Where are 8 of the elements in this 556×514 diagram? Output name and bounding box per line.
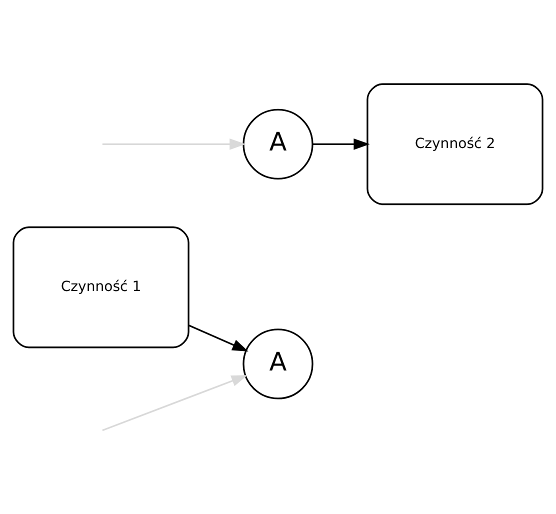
arrow (102, 138, 246, 150)
arrow (312, 138, 370, 150)
arrow (188, 324, 248, 352)
node-circle: A (242, 108, 314, 180)
node-circle: A (242, 328, 314, 399)
node-box: Czynność 2 (366, 82, 544, 205)
arrow (102, 374, 248, 431)
node-box: Czynność 1 (12, 226, 190, 348)
